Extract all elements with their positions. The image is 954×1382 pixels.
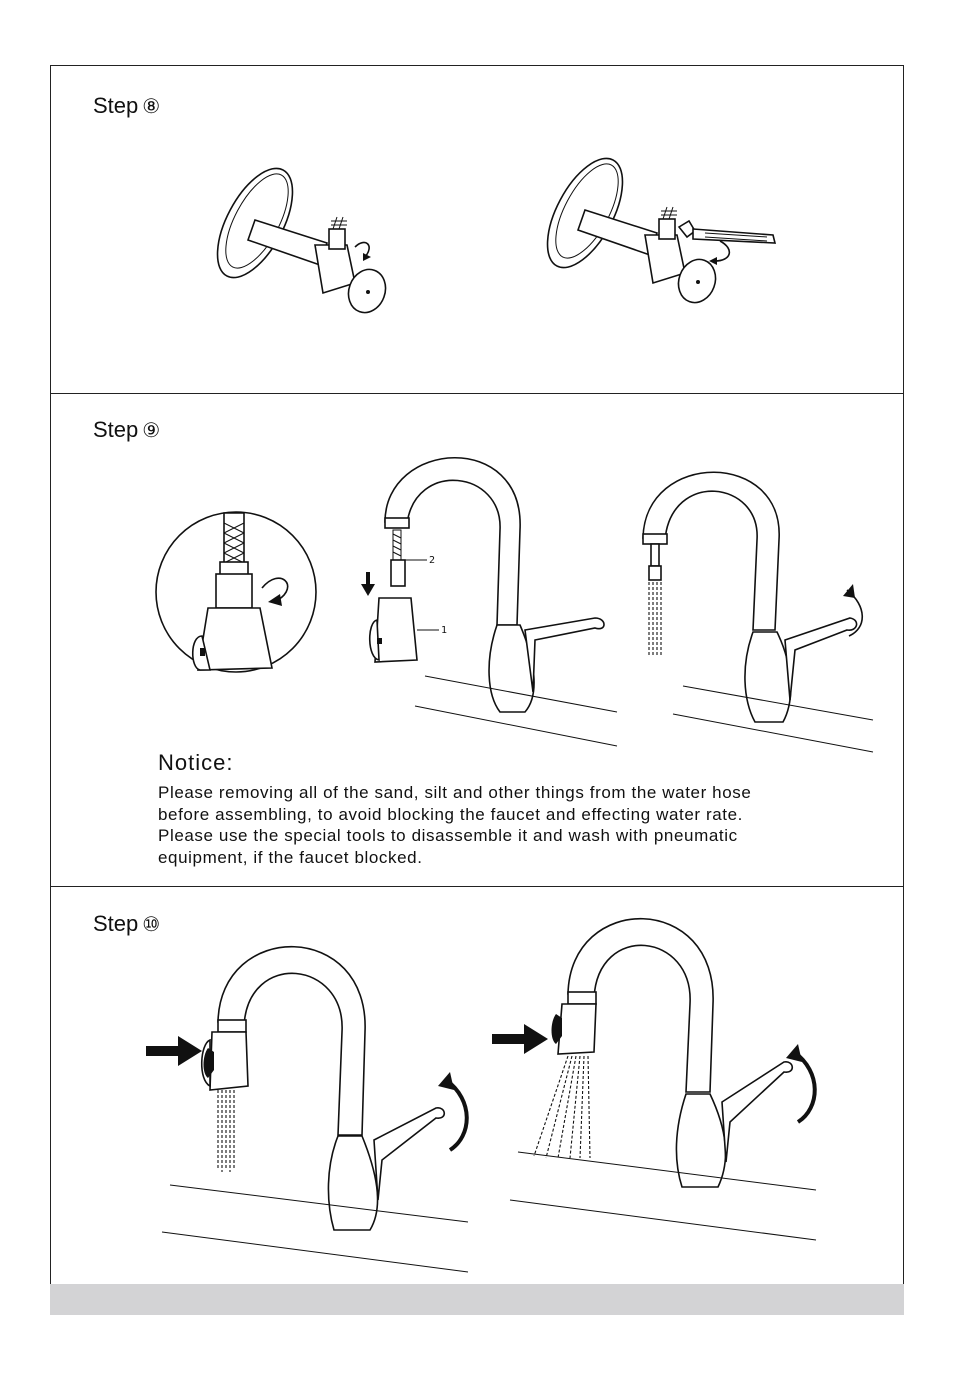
svg-text:2: 2	[429, 555, 435, 566]
section-divider	[50, 393, 904, 394]
spray-icon	[533, 1055, 591, 1159]
down-arrow-icon	[361, 572, 375, 596]
faucet-spray-mode-illustration	[492, 917, 817, 1241]
rotate-arrow-icon	[261, 577, 289, 601]
notice-line: equipment, if the faucet blocked.	[158, 847, 423, 867]
angle-valve-wrench-tighten-illustration	[546, 157, 777, 304]
faucet-icon	[384, 456, 618, 747]
rotate-arrow-icon	[354, 241, 370, 258]
faucet-assembled-flow-illustration	[642, 471, 874, 753]
hose-detail-circle-illustration	[155, 511, 317, 673]
notice-line: Please use the special tools to disassem…	[158, 826, 738, 845]
rotate-arrow-icon	[792, 1050, 817, 1124]
spray-icon	[217, 1090, 235, 1172]
faucet-icon	[642, 471, 874, 753]
notice-title: Notice:	[158, 750, 234, 775]
push-arrow-icon	[492, 1024, 548, 1054]
faucet-icon	[509, 917, 817, 1241]
svg-text:1: 1	[441, 625, 447, 636]
push-arrow-icon	[146, 1036, 202, 1066]
angle-valve-icon	[216, 167, 387, 314]
faucet-stream-mode-illustration	[146, 945, 469, 1273]
notice-line: Please removing all of the sand, silt an…	[158, 783, 752, 802]
rotate-arrow-icon	[444, 1078, 469, 1152]
angle-valve-icon	[546, 157, 717, 304]
angle-valve-hand-tighten-illustration	[216, 167, 387, 314]
section-divider	[50, 886, 904, 887]
notice-line: before assembling, to avoid blocking the…	[158, 804, 743, 824]
wrench-icon	[677, 219, 777, 244]
footer-bar	[50, 1284, 904, 1315]
faucet-icon	[161, 945, 469, 1273]
rotate-arrow-icon	[714, 240, 731, 262]
spray-icon	[648, 582, 662, 656]
faucet-disassembled-sprayer-illustration: 2 1	[361, 456, 618, 747]
notice-body: Please removing all of the sand, silt an…	[158, 782, 878, 868]
